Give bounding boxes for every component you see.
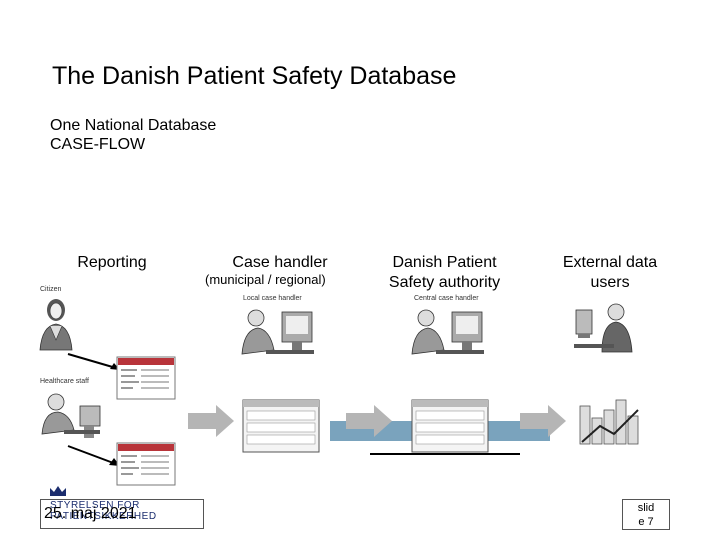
logo-line-1: STYRELSEN FOR [50,500,140,511]
heading-authority-line-1: Danish Patient [392,254,497,271]
date-box [40,499,204,529]
heading-reporting: Reporting [77,254,147,271]
citizen-report-arrow [67,353,120,370]
logo-line-2: PATIENTSIKKERHED [50,511,157,522]
crown-icon [50,486,66,496]
local-case-handler-icon [241,309,314,355]
subtitle-line-2: CASE-FLOW [50,136,146,153]
staff-report-arrow [67,445,120,466]
footer-date: 25. maj 2021 [44,505,137,522]
external-user-icon [574,303,633,353]
heading-case-handler-sub: (municipal / regional) [205,272,326,287]
case-window-local [242,399,320,453]
label-citizen: Citizen [40,286,62,293]
bar-chart-icon [579,399,639,445]
subtitle-line-1: One National Database [50,117,217,134]
report-form-citizen [116,356,176,400]
flow-arrow-1 [188,405,234,437]
healthcare-staff-icon [41,393,101,438]
citizen-icon [39,299,73,351]
label-healthcare-staff: Healthcare staff [40,378,89,385]
slide-number-box: slid e 7 [622,499,670,530]
central-case-handler-icon [411,309,484,355]
heading-authority: Danish Patient Safety authority [372,253,517,293]
case-window-central [411,399,489,453]
heading-external: External data users [545,253,675,293]
flow-arrow-3 [520,405,566,437]
page-title: The Danish Patient Safety Database [52,62,457,90]
heading-external-line-1: External data [562,254,658,271]
label-local-case-handler: Local case handler [243,295,302,302]
heading-authority-line-2: Safety authority [388,274,501,291]
heading-external-line-2: users [590,274,630,291]
slide-number-line-2: e 7 [638,516,654,528]
subtitle: One National Database CASE-FLOW [50,116,216,154]
slide-number-line-1: slid [637,502,655,514]
label-central-case-handler: Central case handler [414,295,479,302]
report-form-staff [116,442,176,486]
flow-underline [370,453,520,455]
flow-arrow-2 [346,405,392,437]
heading-case-handler: Case handler [232,254,328,271]
